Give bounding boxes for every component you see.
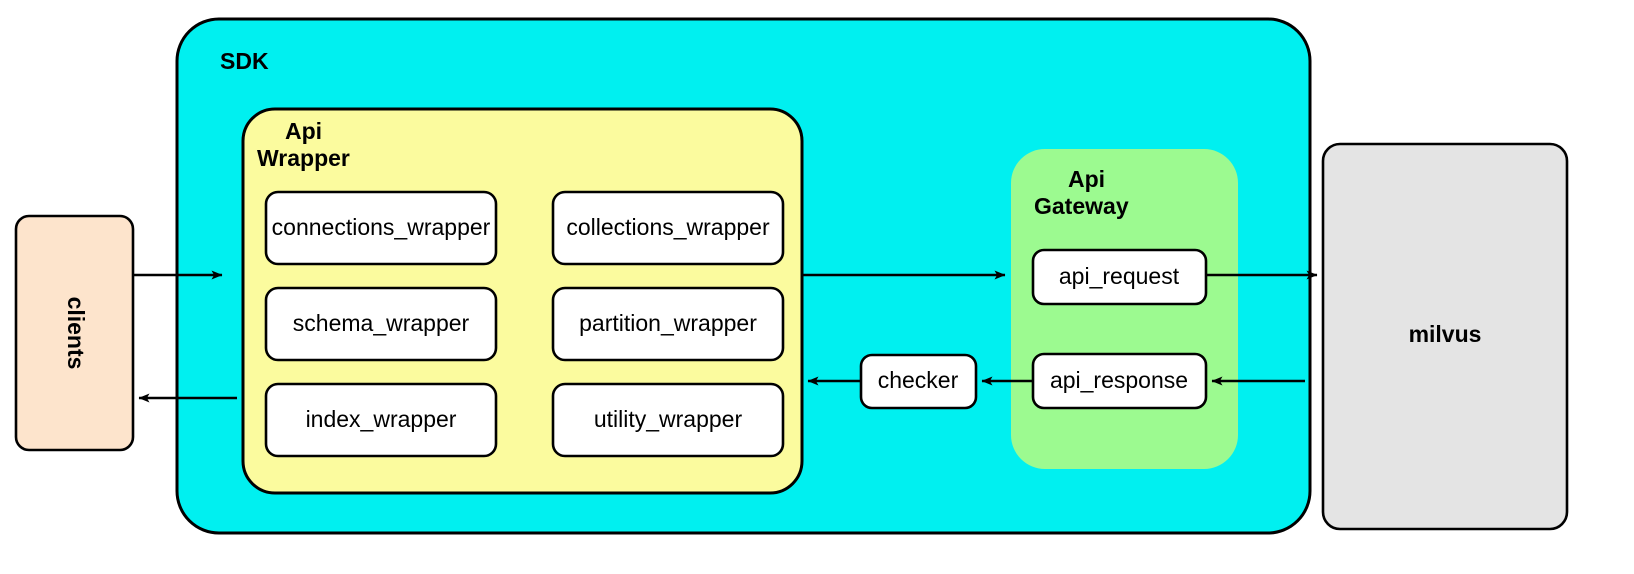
- box-utility-wrapper[interactable]: [551, 382, 785, 458]
- box-api-response-label: api_response: [1050, 367, 1188, 393]
- box-partition-wrapper[interactable]: [551, 286, 785, 362]
- box-collections-wrapper[interactable]: [551, 190, 785, 266]
- container-api-wrapper-label-line1: Api: [285, 118, 322, 144]
- box-milvus-label: milvus: [1409, 321, 1482, 347]
- box-schema-wrapper-label: schema_wrapper: [293, 310, 470, 336]
- box-partition-wrapper-label: partition_wrapper: [579, 310, 757, 336]
- box-collections-wrapper-label: collections_wrapper: [566, 214, 770, 240]
- container-sdk-label: SDK: [220, 48, 269, 74]
- box-utility-wrapper-label: utility_wrapper: [594, 406, 743, 432]
- box-clients[interactable]: [14, 214, 135, 452]
- box-milvus[interactable]: [1321, 142, 1569, 531]
- box-clients-label: clients: [63, 297, 89, 370]
- box-connections-wrapper[interactable]: [264, 190, 498, 266]
- box-index-wrapper-label: index_wrapper: [306, 406, 457, 432]
- container-api-gateway-label-line1: Api: [1068, 166, 1105, 192]
- box-connections-wrapper-label: connections_wrapper: [272, 214, 491, 240]
- box-checker-label: checker: [878, 367, 959, 393]
- box-index-wrapper[interactable]: [264, 382, 498, 458]
- container-api-gateway-label-line2: Gateway: [1034, 193, 1129, 219]
- box-api-request-label: api_request: [1059, 263, 1180, 289]
- container-api-wrapper-label-line2: Wrapper: [257, 145, 350, 171]
- box-schema-wrapper[interactable]: [264, 286, 498, 362]
- box-api-request[interactable]: [1031, 248, 1208, 306]
